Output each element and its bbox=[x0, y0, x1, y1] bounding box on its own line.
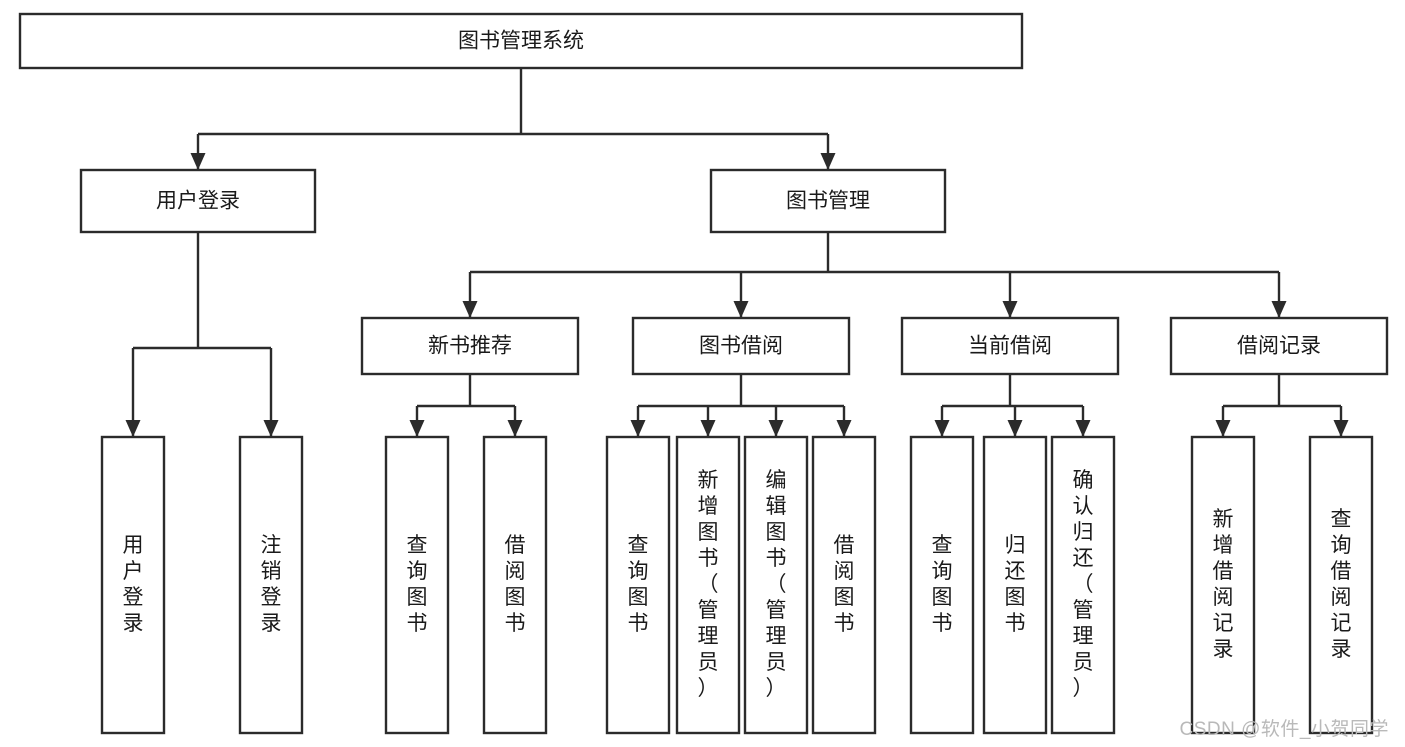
node-box-user-login[interactable] bbox=[79, 168, 317, 234]
arrow-head-icon bbox=[462, 301, 478, 318]
node-leaf-add-borrow-record[interactable]: 新增借阅记录 bbox=[1190, 435, 1256, 735]
node-leaf-edit-book-admin[interactable]: 编辑图书（管理员） bbox=[743, 435, 809, 735]
connector-drops-bus-book-borrow bbox=[630, 406, 852, 437]
node-label-borrow-record: 借阅记录 bbox=[1237, 335, 1321, 358]
connector-drops-bus-new-book-recommend bbox=[409, 406, 523, 437]
node-label-leaf-add-book-admin: 新增图书（管理员） bbox=[698, 469, 719, 700]
arrow-head-icon bbox=[1075, 420, 1091, 437]
arrow-head-icon bbox=[1333, 420, 1349, 437]
arrow-head-icon bbox=[125, 420, 141, 437]
connector-group-bus-book-borrow bbox=[638, 374, 844, 408]
arrow-head-icon bbox=[1007, 420, 1023, 437]
node-leaf-confirm-return-admin[interactable]: 确认归还（管理员） bbox=[1050, 435, 1116, 735]
node-leaf-query-book-current[interactable]: 查询图书 bbox=[909, 435, 975, 735]
connector-group-bus-borrow-record bbox=[1223, 374, 1341, 408]
node-box-leaf-confirm-return-admin[interactable] bbox=[1050, 435, 1116, 735]
node-box-leaf-user-login[interactable] bbox=[100, 435, 166, 735]
node-leaf-user-logout[interactable]: 注销登录 bbox=[238, 435, 304, 735]
node-box-book-manage[interactable] bbox=[709, 168, 947, 234]
node-box-leaf-query-book-borrow[interactable] bbox=[605, 435, 671, 735]
node-leaf-query-borrow-record[interactable]: 查询借阅记录 bbox=[1308, 435, 1374, 735]
node-box-borrow-record[interactable] bbox=[1169, 316, 1389, 376]
node-box-new-book-recommend[interactable] bbox=[360, 316, 580, 376]
node-label-leaf-user-logout: 注销登录 bbox=[261, 534, 282, 635]
node-box-book-borrow[interactable] bbox=[631, 316, 851, 376]
arrow-head-icon bbox=[700, 420, 716, 437]
arrow-head-icon bbox=[836, 420, 852, 437]
node-label-leaf-confirm-return-admin: 确认归还（管理员） bbox=[1073, 469, 1094, 700]
connector-drops-bus-current-borrow bbox=[934, 406, 1091, 437]
node-root[interactable]: 图书管理系统 bbox=[18, 12, 1024, 70]
node-box-leaf-query-book-recommend[interactable] bbox=[384, 435, 450, 735]
arrow-head-icon bbox=[1002, 301, 1018, 318]
node-label-new-book-recommend: 新书推荐 bbox=[428, 335, 512, 358]
node-label-leaf-query-book-borrow: 查询图书 bbox=[628, 534, 649, 635]
node-label-leaf-query-book-recommend: 查询图书 bbox=[407, 534, 428, 635]
node-label-leaf-return-book: 归还图书 bbox=[1005, 534, 1026, 635]
node-box-leaf-query-book-current[interactable] bbox=[909, 435, 975, 735]
arrow-head-icon bbox=[1271, 301, 1287, 318]
connector-drops-bus-user-login bbox=[125, 348, 279, 437]
node-leaf-user-login[interactable]: 用户登录 bbox=[100, 435, 166, 735]
node-box-leaf-query-borrow-record[interactable] bbox=[1308, 435, 1374, 735]
node-label-root: 图书管理系统 bbox=[458, 30, 584, 53]
arrow-head-icon bbox=[820, 153, 836, 170]
connector-drops-bus-book-manage bbox=[462, 272, 1287, 318]
node-new-book-recommend[interactable]: 新书推荐 bbox=[360, 316, 580, 376]
node-label-leaf-borrow-book: 借阅图书 bbox=[834, 534, 855, 635]
node-leaf-query-book-borrow[interactable]: 查询图书 bbox=[605, 435, 671, 735]
node-leaf-return-book[interactable]: 归还图书 bbox=[982, 435, 1048, 735]
node-label-leaf-user-login: 用户登录 bbox=[123, 534, 144, 635]
node-label-book-manage: 图书管理 bbox=[786, 190, 870, 213]
node-leaf-add-book-admin[interactable]: 新增图书（管理员） bbox=[675, 435, 741, 735]
arrow-head-icon bbox=[507, 420, 523, 437]
node-label-leaf-query-book-current: 查询图书 bbox=[932, 534, 953, 635]
node-box-leaf-edit-book-admin[interactable] bbox=[743, 435, 809, 735]
connector-group-bus-current-borrow bbox=[942, 374, 1083, 408]
arrow-head-icon bbox=[190, 153, 206, 170]
node-box-leaf-borrow-book-recommend[interactable] bbox=[482, 435, 548, 735]
connector-group-bus-book-manage bbox=[470, 232, 1279, 274]
node-box-leaf-add-borrow-record[interactable] bbox=[1190, 435, 1256, 735]
arrow-head-icon bbox=[630, 420, 646, 437]
node-label-current-borrow: 当前借阅 bbox=[968, 335, 1052, 358]
arrow-head-icon bbox=[409, 420, 425, 437]
connector-drops-bus-root bbox=[190, 134, 836, 170]
arrow-head-icon bbox=[733, 301, 749, 318]
connector-group-bus-new-book-recommend bbox=[417, 374, 515, 408]
node-box-leaf-return-book[interactable] bbox=[982, 435, 1048, 735]
node-leaf-borrow-book-recommend[interactable]: 借阅图书 bbox=[482, 435, 548, 735]
node-leaf-query-book-recommend[interactable]: 查询图书 bbox=[384, 435, 450, 735]
node-borrow-record[interactable]: 借阅记录 bbox=[1169, 316, 1389, 376]
node-label-leaf-borrow-book-recommend: 借阅图书 bbox=[505, 534, 526, 635]
arrow-head-icon bbox=[263, 420, 279, 437]
node-user-login[interactable]: 用户登录 bbox=[79, 168, 317, 234]
connector-drops-bus-borrow-record bbox=[1215, 406, 1349, 437]
node-book-manage[interactable]: 图书管理 bbox=[709, 168, 947, 234]
node-book-borrow[interactable]: 图书借阅 bbox=[631, 316, 851, 376]
node-label-leaf-query-borrow-record: 查询借阅记录 bbox=[1331, 508, 1352, 661]
node-leaf-borrow-book[interactable]: 借阅图书 bbox=[811, 435, 877, 735]
connector-group-bus-user-login bbox=[133, 232, 271, 350]
arrow-head-icon bbox=[934, 420, 950, 437]
node-label-leaf-edit-book-admin: 编辑图书（管理员） bbox=[766, 469, 787, 700]
connector-group-bus-root bbox=[198, 68, 828, 136]
node-box-current-borrow[interactable] bbox=[900, 316, 1120, 376]
node-current-borrow[interactable]: 当前借阅 bbox=[900, 316, 1120, 376]
node-layer: 图书管理系统用户登录图书管理新书推荐图书借阅当前借阅借阅记录用户登录注销登录查询… bbox=[18, 12, 1389, 735]
node-label-book-borrow: 图书借阅 bbox=[699, 335, 783, 358]
node-label-leaf-add-borrow-record: 新增借阅记录 bbox=[1213, 508, 1234, 661]
node-box-leaf-user-logout[interactable] bbox=[238, 435, 304, 735]
node-label-user-login: 用户登录 bbox=[156, 190, 240, 213]
arrow-head-icon bbox=[1215, 420, 1231, 437]
node-box-leaf-borrow-book[interactable] bbox=[811, 435, 877, 735]
connector-layer bbox=[125, 68, 1349, 437]
node-box-root[interactable] bbox=[18, 12, 1024, 70]
node-box-leaf-add-book-admin[interactable] bbox=[675, 435, 741, 735]
arrow-head-icon bbox=[768, 420, 784, 437]
